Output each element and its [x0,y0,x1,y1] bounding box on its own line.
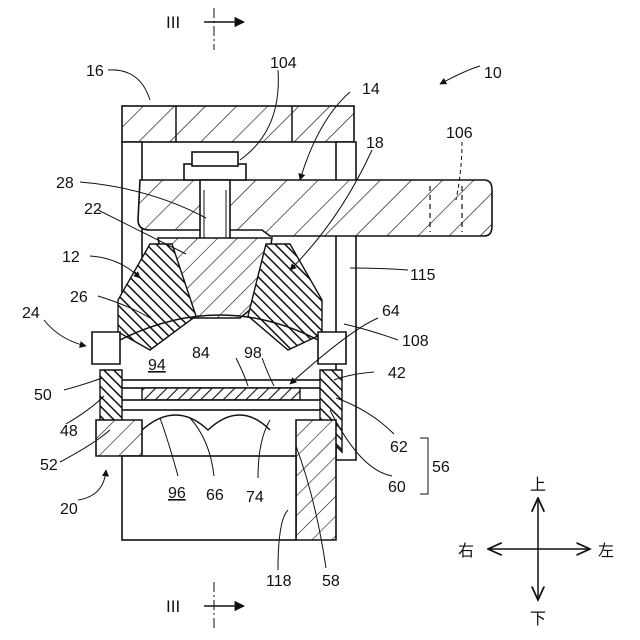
direction-down-label: 下 [530,609,546,628]
label-106: 106 [446,125,473,142]
label-118: 118 [266,573,292,590]
lower-bracket-left [96,420,142,456]
label-18: 18 [366,135,384,152]
section-mark-bottom-label: III [166,597,180,616]
section-mark-top: III [166,8,244,50]
partition-plate [110,380,332,388]
label-24: 24 [22,305,40,322]
partition-lower [110,400,332,410]
label-42: 42 [388,365,406,382]
label-96: 96 [168,485,186,502]
label-50: 50 [34,387,52,404]
outer-flange-left [92,332,120,364]
label-48: 48 [60,423,78,440]
label-28: 28 [56,175,74,192]
label-16: 16 [86,63,104,80]
label-12: 12 [62,249,80,266]
lower-bracket-20 [96,415,336,540]
lower-bracket-right [296,420,336,540]
label-60: 60 [388,479,406,496]
arm-body [138,180,492,236]
direction-right-label: 右 [458,541,474,560]
label-104: 104 [270,55,297,72]
section-mark-bottom: III [166,582,244,628]
label-74: 74 [246,489,264,506]
label-52: 52 [40,457,58,474]
label-115: 115 [410,267,436,284]
label-94: 94 [148,357,166,374]
direction-left-label: 左 [598,541,614,560]
label-10: 10 [484,65,502,82]
label-58: 58 [322,573,340,590]
direction-indicator: 上 下 右 左 [458,475,614,628]
label-66: 66 [206,487,224,504]
bolt-hex [192,152,238,166]
arm-14 [138,180,492,236]
label-20: 20 [60,501,78,518]
label-26: 26 [70,289,88,306]
label-62: 62 [390,439,408,456]
label-64: 64 [382,303,400,320]
label-14: 14 [362,81,380,98]
label-22: 22 [84,201,102,218]
label-108: 108 [402,333,429,350]
label-84: 84 [192,345,210,362]
label-56: 56 [432,459,450,476]
direction-up-label: 上 [530,475,546,494]
plate-84 [142,388,300,400]
section-mark-top-label: III [166,13,180,32]
label-98: 98 [244,345,262,362]
bracket-top-plate [122,106,354,142]
